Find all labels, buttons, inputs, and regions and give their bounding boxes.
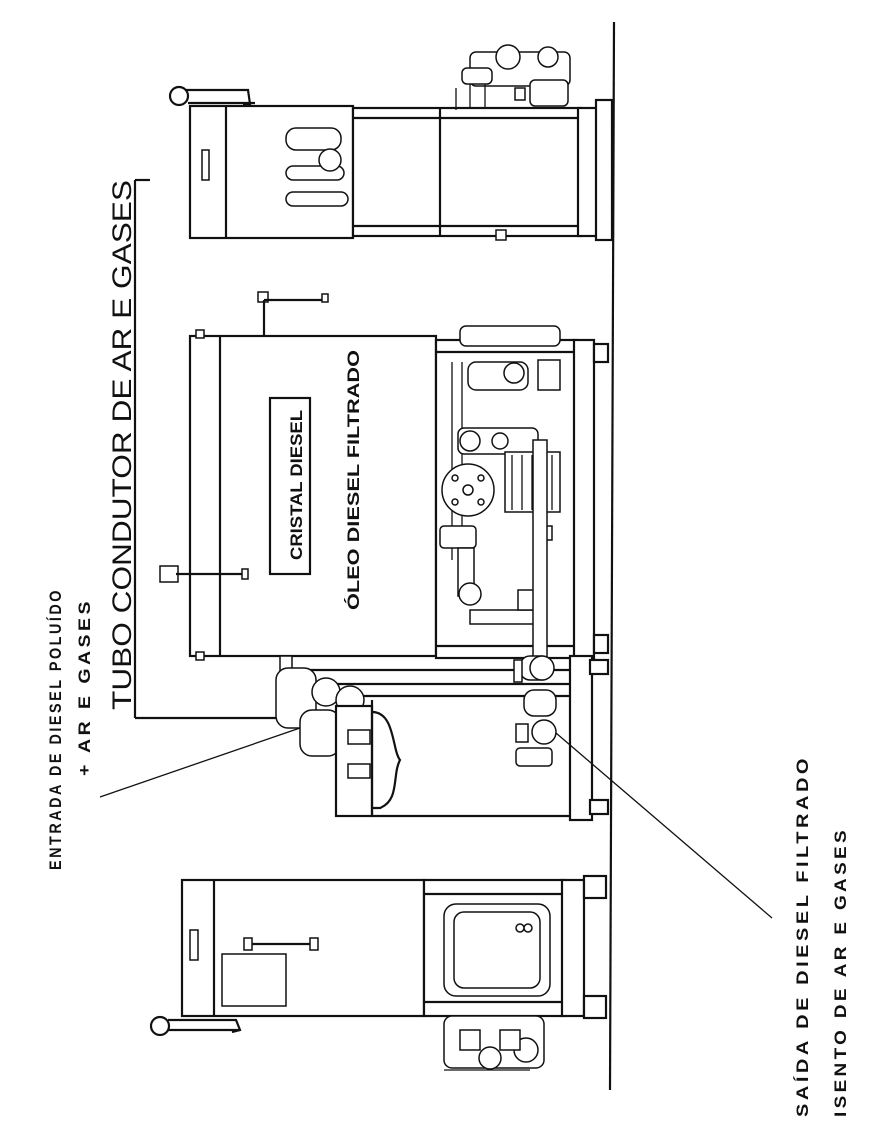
top-unit [168, 44, 614, 242]
air-gas-tube [133, 178, 286, 720]
nameplate-box [268, 396, 312, 576]
piping-and-base [275, 654, 610, 822]
inlet-label-line2: + AR E GASES [75, 598, 94, 776]
outlet-leader-line [555, 732, 773, 919]
outlet-label-line1: SAÍDA DE DIESEL FILTRADO [793, 755, 812, 1117]
inlet-label-line1: ENTRADA DE DIESEL POLUÍDO [46, 588, 65, 870]
floor-line [608, 21, 616, 1091]
nameplate-text: CRISTAL DIESEL [287, 410, 306, 560]
leader-lines [99, 727, 773, 919]
middle-unit [159, 291, 610, 661]
tube-label: TUBO CONDUTOR DE AR E GASES [107, 180, 137, 710]
outlet-label-line2: ISENTO DE AR E GASES [831, 827, 850, 1117]
product-text: ÓLEO DIESEL FILTRADO [344, 350, 363, 610]
bottom-unit [149, 874, 608, 1071]
inlet-leader-line [99, 727, 301, 798]
